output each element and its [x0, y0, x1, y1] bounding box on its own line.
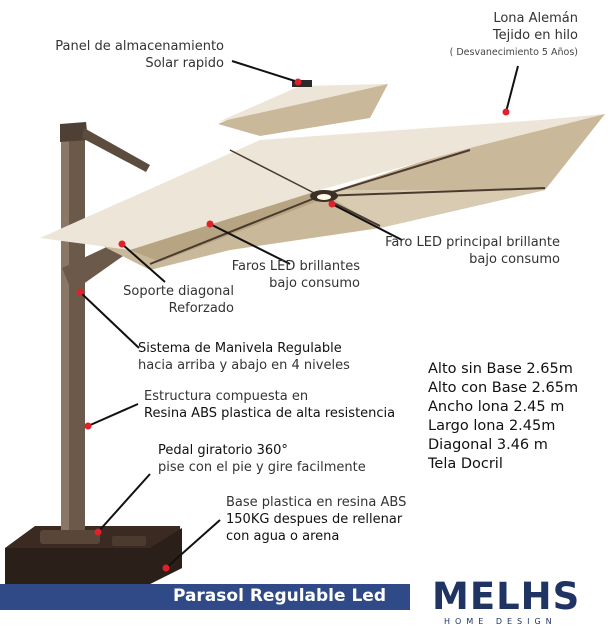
brand-tagline: HOME DESIGN — [444, 617, 557, 626]
marker-led-strip — [206, 220, 214, 228]
spec-item: Tela Docril — [428, 456, 503, 472]
label-structure: Estructura compuesta en Resina ABS plast… — [144, 388, 395, 422]
marker-crank-system — [76, 288, 84, 296]
marker-pedal — [94, 528, 102, 536]
label-crank-system: Sistema de Manivela Regulable hacia arri… — [138, 340, 350, 374]
label-led-strip-line2: bajo consumo — [269, 276, 360, 291]
label-main-led-line1: Faro LED principal brillante — [385, 235, 560, 250]
marker-diagonal-support — [118, 240, 126, 248]
marker-solar-panel — [294, 78, 302, 86]
label-canopy-fabric-line3: ( Desvanecimiento 5 Años) — [449, 47, 578, 58]
label-canopy-fabric-line1: Lona Alemán — [493, 11, 578, 26]
label-diagonal-support-line1: Soporte diagonal — [123, 284, 234, 299]
spec-item: Alto con Base 2.65m — [428, 380, 579, 396]
label-main-led-line2: bajo consumo — [469, 252, 560, 267]
label-led-strip: Faros LED brillantes bajo consumo — [232, 258, 360, 292]
label-base: Base plastica en resina ABS 150KG despue… — [226, 494, 406, 545]
label-main-led: Faro LED principal brillante bajo consum… — [385, 234, 560, 268]
label-base-line2: 150KG despues de rellenar — [226, 512, 403, 527]
spec-item: Diagonal 3.46 m — [428, 437, 548, 453]
label-structure-line1: Estructura compuesta en — [144, 389, 309, 404]
pole — [60, 122, 150, 530]
brand-name: MELHS — [432, 575, 581, 618]
banner-title: Parasol Regulable Led — [172, 586, 386, 606]
label-crank-system-line2: hacia arriba y abajo en 4 niveles — [138, 358, 350, 373]
label-solar-panel-line1: Panel de almacenamiento — [55, 39, 224, 54]
brand-logo: MELHS HOME DESIGN — [432, 575, 582, 630]
leader-lines — [79, 60, 519, 569]
top-canopy — [218, 80, 388, 136]
label-solar-panel: Panel de almacenamiento Solar rapido — [55, 38, 224, 72]
label-pedal-line2: pise con el pie y gire facilmente — [158, 460, 366, 475]
label-diagonal-support: Soporte diagonal Reforzado — [123, 283, 234, 317]
marker-canopy-fabric — [502, 108, 510, 116]
label-led-strip-line1: Faros LED brillantes — [231, 259, 360, 274]
label-base-line1: Base plastica en resina ABS — [226, 495, 407, 510]
label-diagonal-support-line2: Reforzado — [168, 301, 234, 316]
base — [5, 526, 182, 584]
spec-item: Ancho lona 2.45 m — [428, 399, 565, 415]
title-banner: Parasol Regulable Led — [0, 584, 410, 610]
marker-structure — [84, 422, 92, 430]
label-canopy-fabric: Lona Alemán Tejido en hilo ( Desvanecimi… — [450, 10, 578, 61]
label-crank-system-line1: Sistema de Manivela Regulable — [138, 341, 342, 356]
specs-list: Alto sin Base 2.65m Alto con Base 2.65m … — [428, 360, 578, 474]
label-structure-line2: Resina ABS plastica de alta resistencia — [144, 406, 396, 421]
canopy — [40, 114, 605, 270]
spec-item: Alto sin Base 2.65m — [428, 361, 573, 377]
label-canopy-fabric-line2: Tejido en hilo — [492, 28, 578, 43]
marker-base — [162, 564, 170, 572]
label-pedal-line1: Pedal giratorio 360° — [158, 443, 288, 458]
label-base-line3: con agua o arena — [226, 529, 340, 544]
callout-markers — [76, 78, 510, 572]
marker-main-led — [328, 200, 336, 208]
spec-item: Largo lona 2.45m — [428, 418, 556, 434]
label-solar-panel-line2: Solar rapido — [145, 56, 224, 71]
label-pedal: Pedal giratorio 360° pise con el pie y g… — [158, 442, 366, 476]
